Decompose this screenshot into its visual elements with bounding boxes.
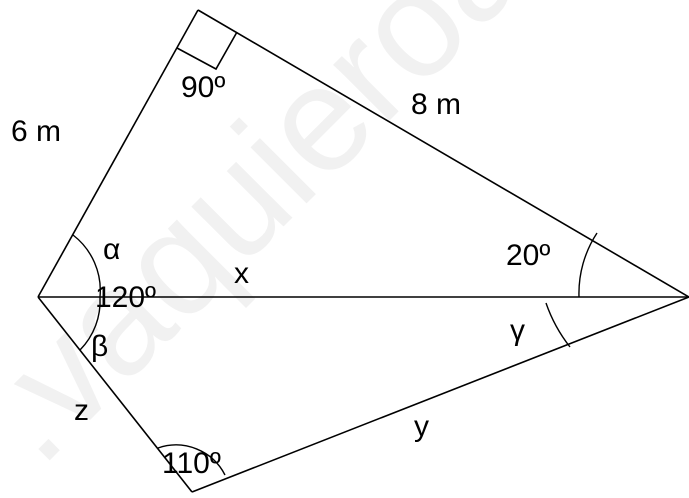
arc-110-degrees — [157, 444, 226, 476]
label-angle-20: 20º — [506, 239, 550, 272]
edge-6m — [37, 9, 199, 298]
arc-alpha — [72, 234, 102, 298]
edge-z — [37, 296, 193, 493]
label-angle-90: 90º — [181, 71, 225, 104]
label-angle-beta: β — [91, 330, 108, 363]
label-side-z: z — [74, 394, 89, 427]
label-diagonal-x: x — [234, 257, 249, 290]
arc-gamma — [545, 302, 571, 348]
edge-8m — [197, 9, 689, 298]
edge-y — [191, 296, 689, 493]
label-angle-alpha: α — [103, 233, 120, 266]
label-angle-120: 120º — [95, 281, 156, 314]
label-side-y: y — [414, 410, 429, 443]
arc-20-degrees — [578, 232, 598, 298]
label-side-6m: 6 m — [11, 115, 61, 148]
right-angle-marker — [176, 31, 238, 71]
arc-beta — [79, 296, 101, 351]
label-side-8m: 8 m — [411, 88, 461, 121]
label-angle-110: 110º — [162, 447, 221, 480]
label-angle-gamma: γ — [510, 314, 525, 347]
